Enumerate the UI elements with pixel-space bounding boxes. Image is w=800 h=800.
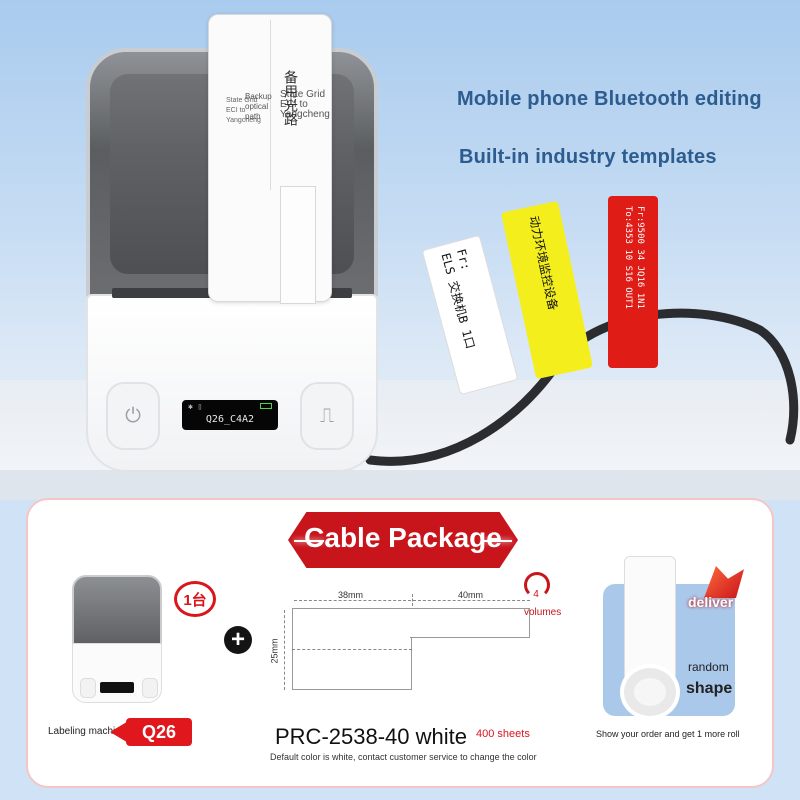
mini-feed-button: [142, 678, 158, 698]
volumes-count: 4: [533, 589, 539, 600]
random-label: random: [688, 660, 729, 674]
package-ribbon: [288, 512, 518, 568]
ribbon-shine-right: [482, 540, 512, 542]
label-tape-tail: [280, 186, 316, 304]
package-title: Cable Package: [304, 522, 502, 553]
plus-icon: +: [224, 626, 252, 654]
tape-divider: [270, 20, 271, 190]
display-device-name: Q26_C4A2: [205, 414, 255, 425]
sheet-count: 400 sheets: [476, 728, 530, 740]
cable-tag-red: Fr:9500 34 JQ16 1N1 To:4353 10 S16 OUT1: [608, 196, 658, 368]
shape-label: shape: [686, 680, 733, 697]
dimension-38mm: 38mm: [338, 590, 364, 600]
dimension-25mm: 25mm: [269, 638, 280, 664]
bluetooth-icon: ✱ ▯: [188, 402, 203, 411]
product-name: PRC-2538-40 white: [275, 724, 467, 749]
power-icon: ⏻: [125, 404, 141, 427]
default-color-note: Default color is white, contact customer…: [270, 752, 537, 762]
quantity-badge: 1台: [174, 581, 216, 617]
machine-label: Labeling machines: [48, 726, 132, 737]
battery-icon: [260, 403, 272, 409]
dimension-tick: [412, 594, 413, 606]
tagline-bluetooth: Mobile phone Bluetooth editing: [457, 88, 762, 110]
height-dimension-line: [284, 610, 285, 690]
deliver-label: deliver: [688, 594, 734, 610]
mini-power-button: [80, 678, 96, 698]
volumes-icon: [524, 572, 550, 598]
hero-section: Mobile phone Bluetooth editing Built-in …: [0, 0, 800, 500]
printer-display: ✱ ▯ Q26_C4A2: [182, 400, 278, 430]
bonus-roll-note: Show your order and get 1 more roll: [596, 729, 740, 739]
dimension-40mm: 40mm: [458, 590, 484, 600]
label-fold-line: [292, 649, 412, 650]
label-diagram-tail: [410, 608, 530, 638]
feed-icon: ⎍: [320, 404, 334, 427]
mini-printer-image: [72, 575, 162, 703]
ribbon-shine-left: [294, 540, 324, 542]
feed-button[interactable]: ⎍: [300, 382, 354, 450]
tagline-templates: Built-in industry templates: [459, 146, 717, 168]
power-button[interactable]: ⏻: [106, 382, 160, 450]
shelf-edge: [0, 470, 800, 500]
tape-text-chinese: 备用光路: [283, 70, 299, 126]
bonus-roll-core: [620, 664, 680, 720]
model-badge: Q26: [126, 718, 192, 746]
mini-printer-display: [100, 682, 134, 693]
volumes-word: volumes: [524, 607, 562, 618]
